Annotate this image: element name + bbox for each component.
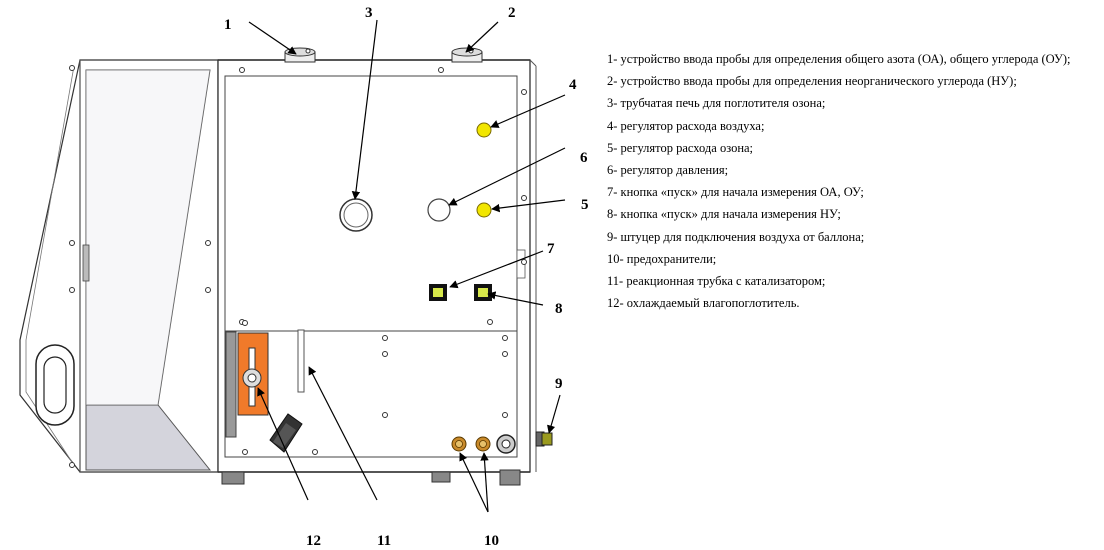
pressure-regulator[interactable] bbox=[427, 198, 451, 222]
legend-item-3: 3- трубчатая печь для поглотителя озона; bbox=[607, 96, 826, 111]
callout-12: 12 bbox=[306, 533, 321, 549]
legend-item-4: 4- регулятор расхода воздуха; bbox=[607, 118, 765, 133]
callout-10: 10 bbox=[484, 533, 499, 549]
callout-2: 2 bbox=[508, 5, 516, 21]
legend-item-11: 11- реакционная трубка с катализатором; bbox=[607, 273, 826, 288]
callout-5: 5 bbox=[581, 197, 589, 213]
legend-item-1: 1- устройство ввода пробы для определени… bbox=[607, 52, 1071, 66]
door-hinge bbox=[82, 244, 90, 282]
air-flow-regulator-knob[interactable] bbox=[476, 122, 492, 138]
start-button-inorganic[interactable] bbox=[474, 284, 492, 301]
callout-6: 6 bbox=[580, 150, 588, 166]
legend-item-9: 9- штуцер для подключения воздуха от бал… bbox=[607, 229, 865, 244]
sample-inlet-inorganic[interactable] bbox=[451, 47, 483, 63]
start-button-total[interactable] bbox=[429, 284, 447, 301]
side-door bbox=[19, 59, 219, 473]
legend-item-5: 5- регулятор расхода озона; bbox=[607, 140, 754, 155]
air-cylinder-fitting[interactable] bbox=[535, 431, 553, 447]
instrument-diagram: 1 2 3 4 5 6 7 8 9 10 11 12 bbox=[19, 5, 589, 549]
leader-arrows bbox=[248, 19, 566, 513]
callout-8: 8 bbox=[555, 301, 563, 317]
legend-item-12: 12- охлаждаемый влагопоглотитель. bbox=[607, 296, 800, 311]
legend-item-10: 10- предохранители; bbox=[607, 251, 717, 266]
legend-item-8: 8- кнопка «пуск» для начала измерения НУ… bbox=[607, 207, 841, 222]
cooled-moisture-trap bbox=[225, 320, 269, 438]
callout-7: 7 bbox=[547, 241, 555, 257]
callout-1: 1 bbox=[224, 17, 232, 33]
callout-9: 9 bbox=[555, 376, 563, 392]
reaction-tube bbox=[297, 329, 305, 393]
trap-drain-cap bbox=[269, 413, 303, 453]
component-legend: 1- устройство ввода пробы для определени… bbox=[607, 48, 1097, 314]
callout-4: 4 bbox=[569, 77, 577, 93]
legend-item-6: 6- регулятор давления; bbox=[607, 162, 729, 177]
legend-item-7: 7- кнопка «пуск» для начала измерения ОА… bbox=[607, 185, 864, 200]
housing-feet bbox=[221, 469, 521, 486]
callout-3: 3 bbox=[365, 5, 373, 21]
ozone-flow-regulator-knob[interactable] bbox=[476, 202, 492, 218]
callout-11: 11 bbox=[377, 533, 391, 549]
legend-item-2: 2- устройство ввода пробы для определени… bbox=[607, 74, 1017, 89]
